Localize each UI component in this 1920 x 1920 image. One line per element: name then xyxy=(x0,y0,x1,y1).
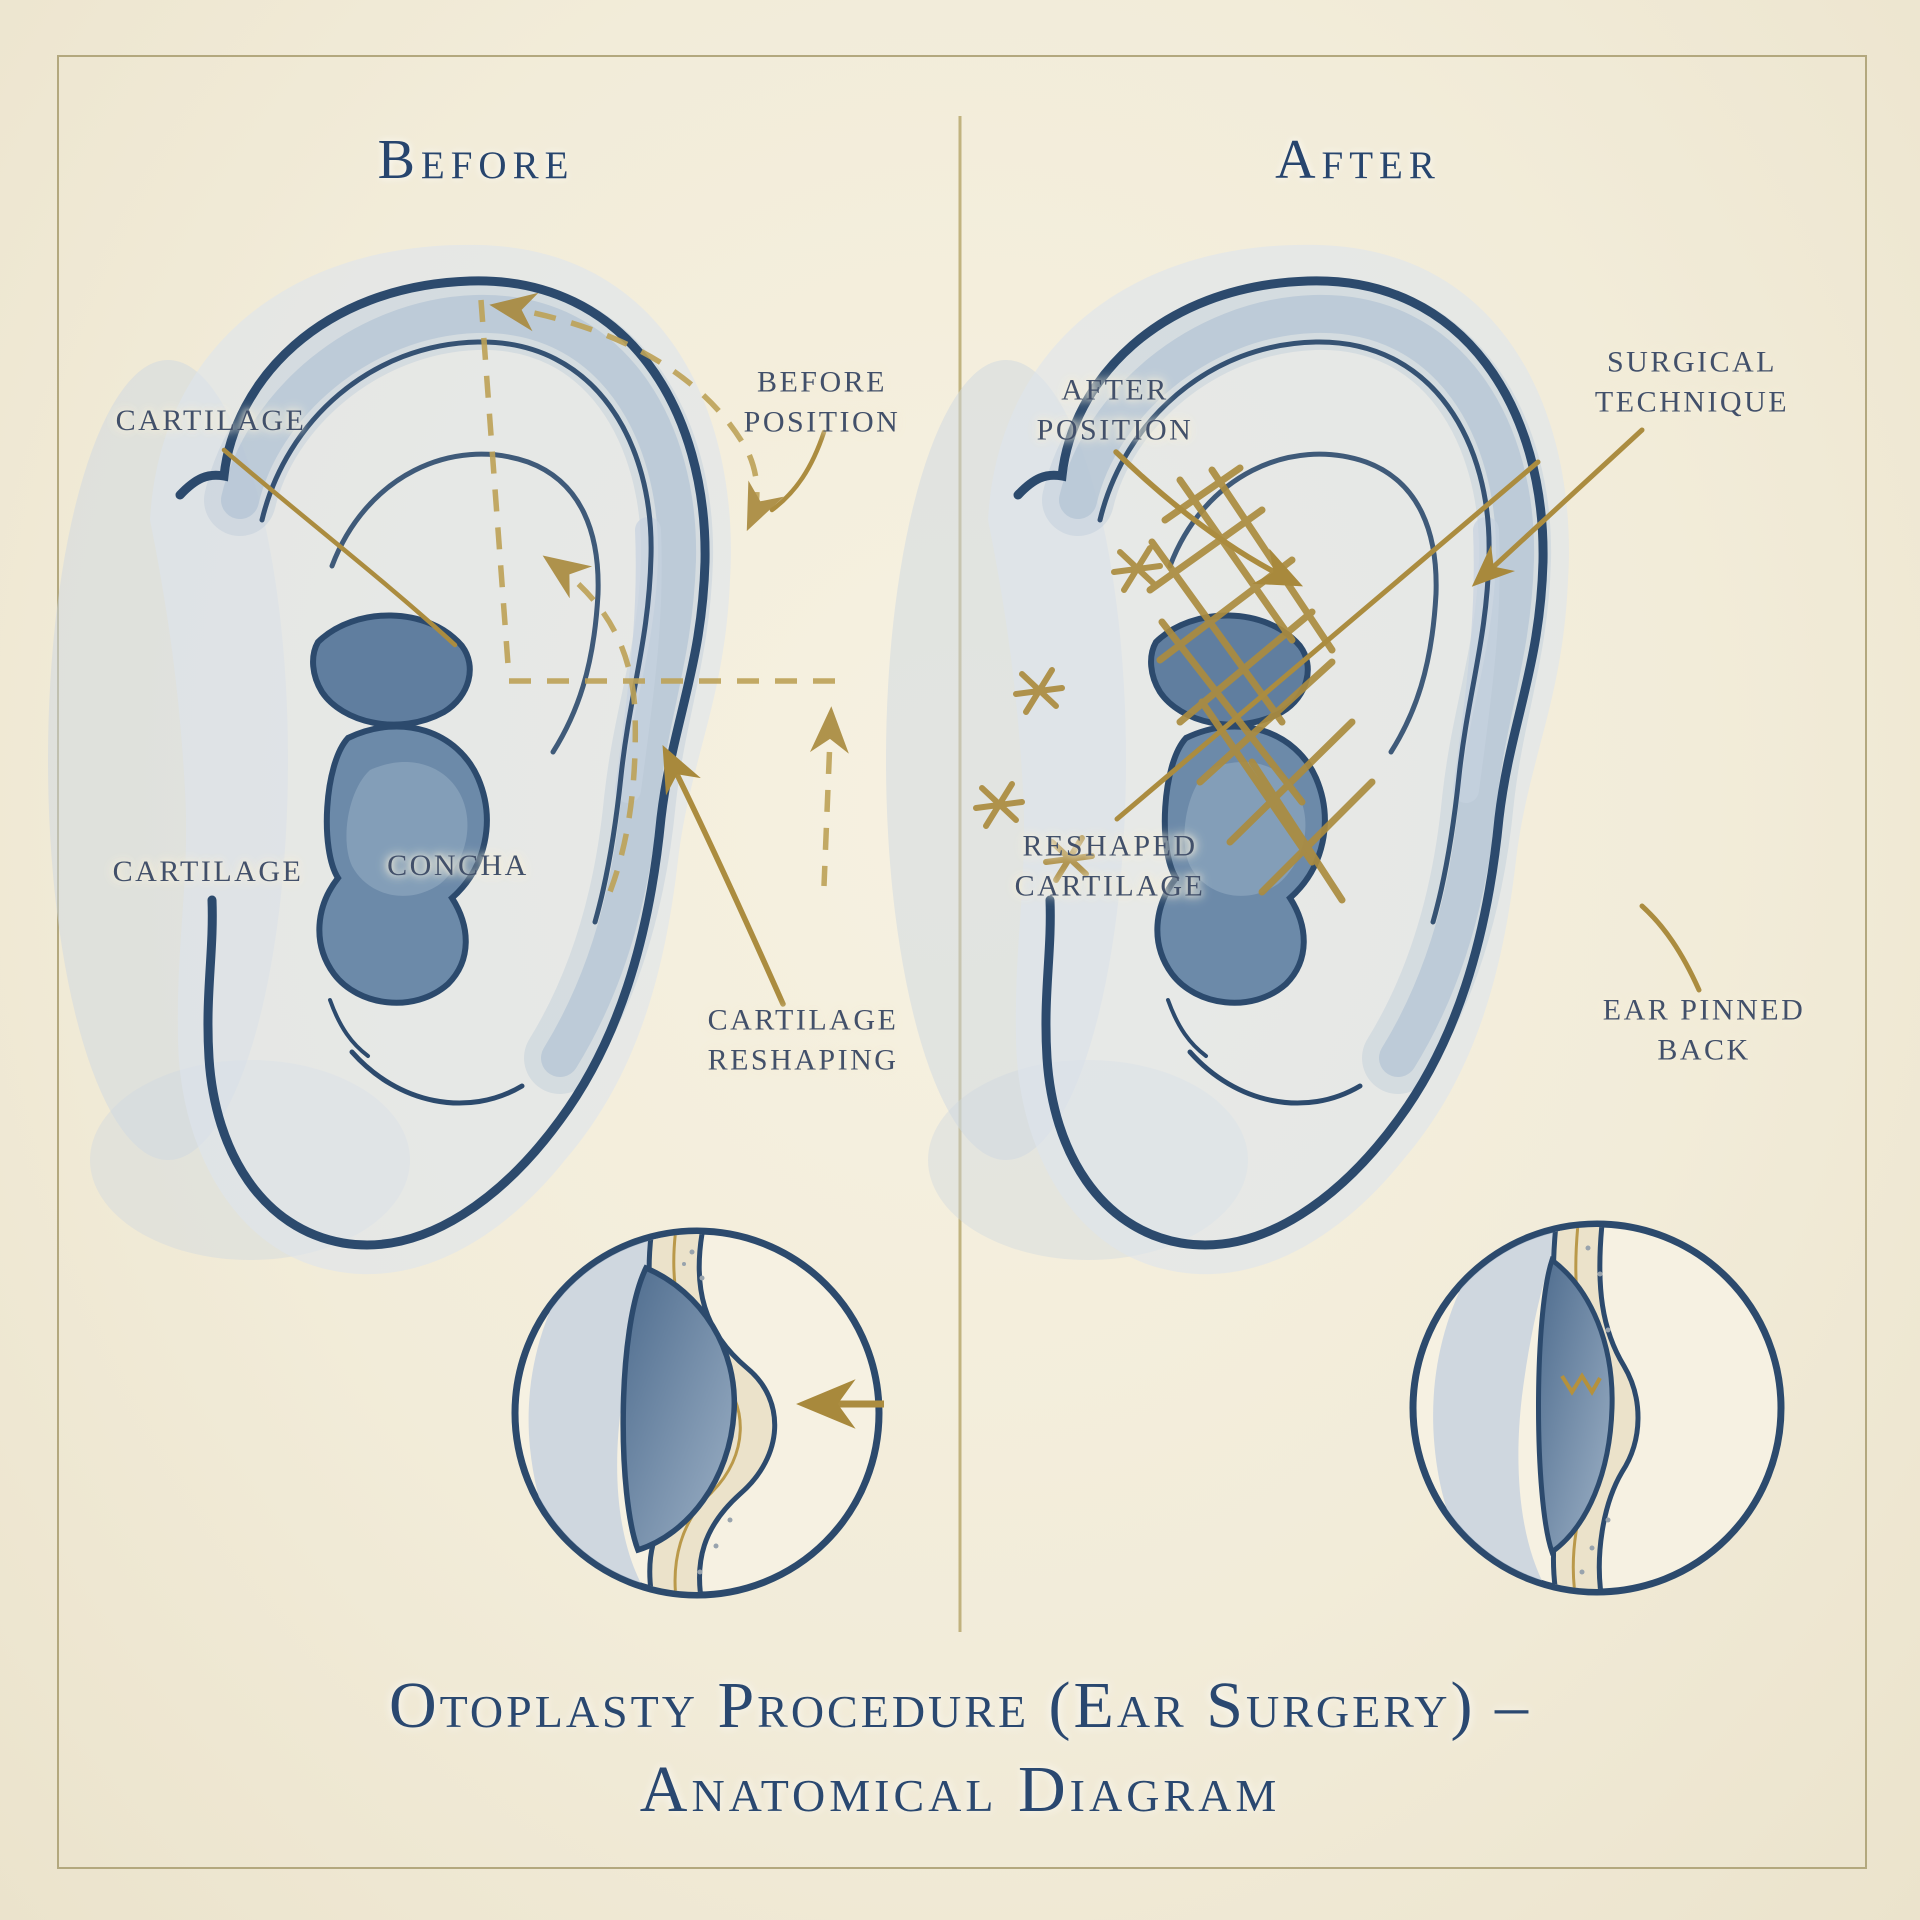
reshaped-cartilage-leader-line xyxy=(1114,459,1541,822)
label-surgical-technique: SURGICAL TECHNIQUE xyxy=(1594,345,1790,418)
inset-cross-section-before xyxy=(511,1227,884,1599)
cartilage-reshaping-dashed-arc xyxy=(542,555,639,899)
ear-pinned-back-leader-line xyxy=(1639,903,1702,993)
cartilage-upper-leader-line xyxy=(221,447,458,648)
label-concha: CONCHA xyxy=(387,849,529,883)
inset-cross-section-after xyxy=(1409,1220,1785,1596)
label-cartilage-reshaping: CARTILAGE RESHAPING xyxy=(707,1003,899,1076)
label-after-position: AFTER POSITION xyxy=(1036,373,1194,446)
vertical-dashed-guide xyxy=(478,299,512,679)
label-cartilage-upper: CARTILAGE xyxy=(115,404,307,438)
diagram-title-line2: Anatomical Diagram xyxy=(639,1753,1281,1826)
cartilage-cross-section-after xyxy=(1536,1255,1615,1557)
before-position-dashed-arc xyxy=(489,292,784,532)
before-leader-lines xyxy=(221,429,827,1007)
before-panel-heading: Before xyxy=(377,129,575,191)
surgical-technique-arrow xyxy=(1471,427,1645,587)
label-cartilage-lower: CARTILAGE xyxy=(112,855,304,889)
side-dashed-guide-up-arrow xyxy=(809,706,849,887)
ear-illustration-before xyxy=(48,245,731,1274)
before-position-leader-line xyxy=(769,429,827,513)
cartilage-cross-section-before xyxy=(620,1264,738,1554)
label-before-position: BEFORE POSITION xyxy=(743,365,901,438)
inset-suture-zigzag xyxy=(1560,1372,1602,1396)
cartilage-reshaping-arrow xyxy=(662,745,786,1007)
after-panel-heading: After xyxy=(1275,129,1441,191)
diagram-title-line1: Otoplasty Procedure (Ear Surgery) – xyxy=(388,1669,1532,1742)
after-leader-lines xyxy=(1113,427,1702,993)
after-position-arrow xyxy=(1113,449,1304,587)
suture-knots xyxy=(973,545,1163,883)
label-reshaped-cartilage: RESHAPED CARTILAGE xyxy=(1014,829,1206,902)
before-dashed-guides xyxy=(478,292,849,899)
label-ear-pinned-back: EAR PINNED BACK xyxy=(1602,993,1806,1066)
